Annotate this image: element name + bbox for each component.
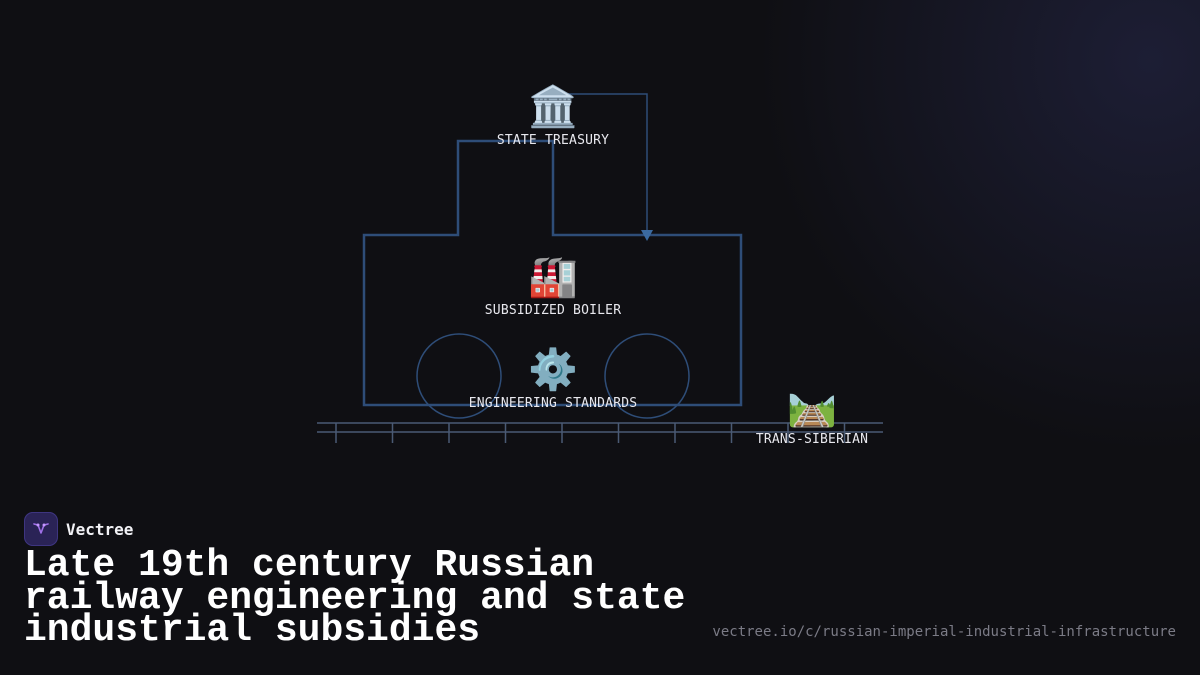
right-wheel [604, 333, 690, 419]
factory-icon: 🏭 [528, 254, 578, 300]
subsidy-connector [568, 93, 648, 232]
source-url: vectree.io/c/russian-imperial-industrial… [712, 624, 1176, 640]
railway-track-icon: 🛤️ [787, 383, 837, 429]
node-state-treasury: 🏛️ STATE TREASURY [453, 83, 653, 148]
node-subsidized-boiler: 🏭 SUBSIDIZED BOILER [453, 253, 653, 318]
node-engineering-standards: ⚙️ ENGINEERING STANDARDS [453, 346, 653, 411]
railway-ties [335, 423, 846, 443]
brand-name: Vectree [66, 519, 134, 539]
node-trans-siberian: 🛤️ TRANS-SIBERIAN [712, 382, 912, 447]
vectree-logo-icon [24, 512, 58, 546]
locomotive-outline [362, 139, 743, 407]
node-label: SUBSIDIZED BOILER [484, 303, 622, 318]
bank-icon: 🏛️ [528, 84, 578, 130]
node-label: TRANS-SIBERIAN [755, 432, 869, 447]
brand: Vectree [24, 512, 133, 546]
node-label: ENGINEERING STANDARDS [468, 396, 638, 411]
gear-icon: ⚙️ [528, 347, 578, 393]
page-title: Late 19th century Russian railway engine… [24, 544, 686, 652]
node-label: STATE TREASURY [496, 133, 610, 148]
left-wheel [416, 333, 502, 419]
subsidy-arrow-head [641, 230, 653, 241]
